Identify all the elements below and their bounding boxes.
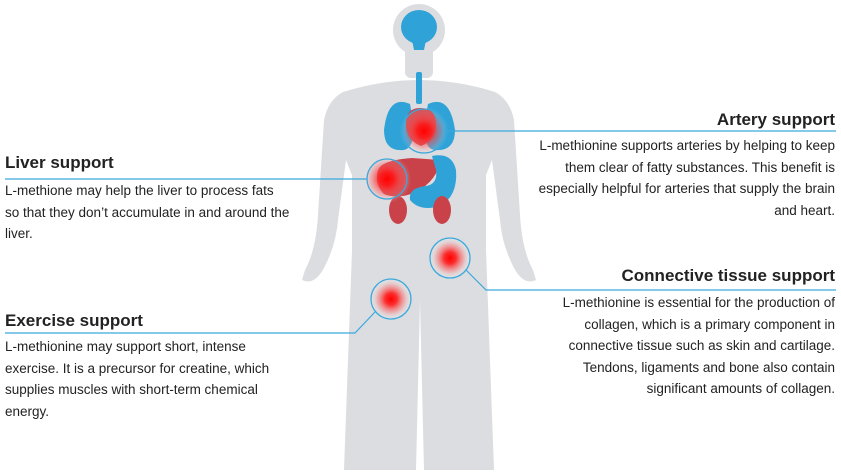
liver-support-title: Liver support (5, 153, 114, 172)
connective-tissue-support-text: L-methionine is essential for the produc… (562, 295, 835, 396)
artery-support-text: L-methionine supports arteries by helpin… (538, 138, 835, 218)
exercise-hotspot (371, 279, 411, 319)
exercise-hotspot-ring (370, 278, 412, 320)
connective-hotspot (430, 238, 470, 278)
artery-hotspot (400, 107, 448, 155)
connective-leader-line (465, 269, 836, 291)
artery-support-title: Artery support (716, 110, 835, 129)
exercise-support-text: L-methionine may support short, intense … (5, 339, 270, 419)
brain-icon (401, 10, 437, 50)
connective-hotspot-ring (429, 237, 471, 279)
liver-hotspot (363, 155, 411, 203)
liver-support-text: L-methione may help the liver to process… (5, 183, 290, 241)
connective-tissue-support-title: Connective tissue support (621, 266, 835, 285)
exercise-leader-line (5, 311, 376, 334)
stomach-icon (409, 155, 457, 208)
exercise-support-title: Exercise support (5, 311, 143, 330)
kidneys-icon (389, 196, 451, 224)
